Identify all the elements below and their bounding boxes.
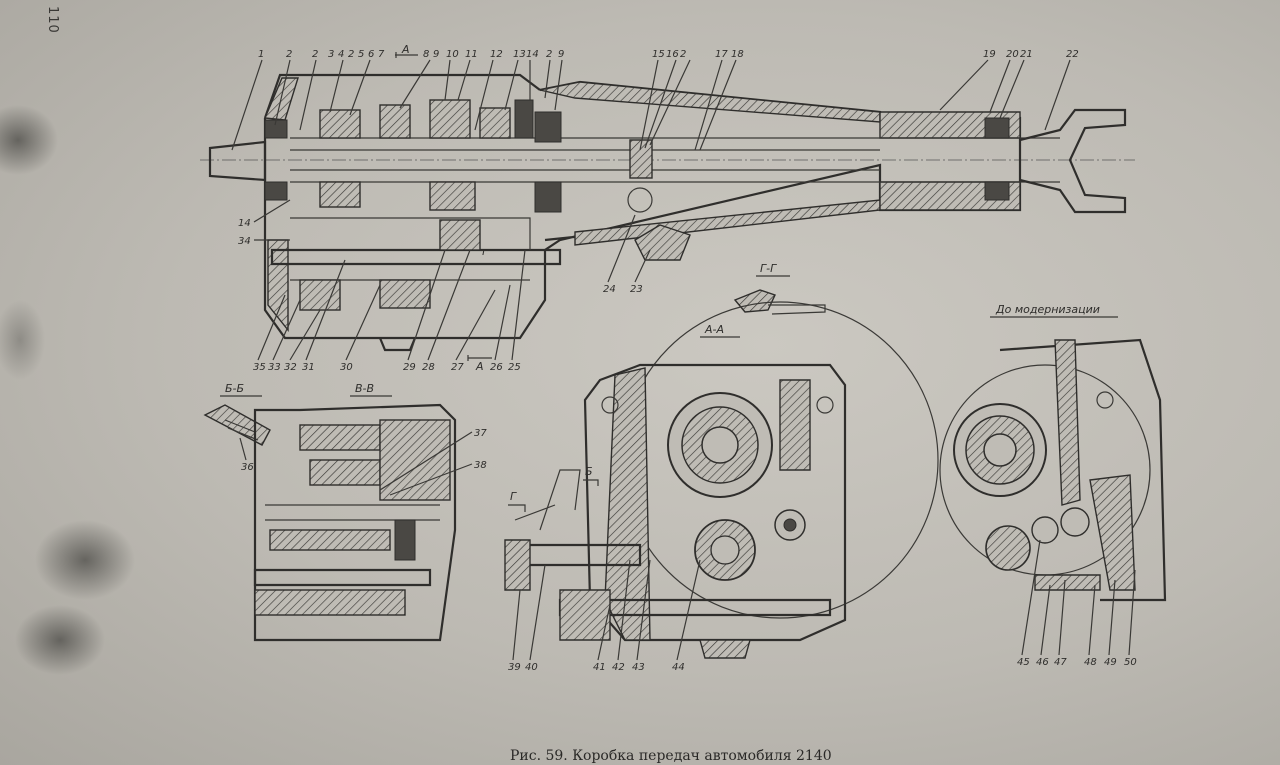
callout: 11 (465, 49, 478, 60)
callout: 49 (1104, 657, 1117, 668)
section-marker: А (475, 360, 484, 373)
callout: 2 (348, 49, 354, 60)
callout: 31 (302, 362, 315, 373)
callout: 19 (983, 49, 996, 60)
section-before-modernization: До модернизации 45 46 47 48 49 50 (939, 303, 1167, 668)
section-a-a: А-А Г Б 39 40 41 (504, 301, 939, 673)
callout: 5 (358, 49, 364, 60)
callout: 14 (238, 218, 251, 229)
callout: 46 (1036, 657, 1049, 668)
callout: 47 (1054, 657, 1067, 668)
callout: 26 (490, 362, 503, 373)
callout: 6 (368, 49, 374, 60)
section-marker: А (401, 43, 410, 56)
callout: 42 (612, 662, 625, 673)
callout: 7 (378, 49, 385, 60)
callout: 2 (546, 49, 552, 60)
callout: 38 (474, 460, 487, 471)
section-marker: Г (510, 490, 517, 503)
stain (0, 105, 58, 175)
section-title: А-А (704, 323, 724, 336)
callout: 18 (731, 49, 744, 60)
callout: 44 (672, 662, 685, 673)
callout: 45 (1017, 657, 1030, 668)
figure-caption: Рис. 59. Коробка передач автомобиля 2140 (510, 748, 832, 764)
section-marker: г (482, 245, 488, 258)
stain (15, 605, 105, 675)
section-title: Б-Б (225, 382, 244, 395)
callouts-bottom-main: 35 33 32 31 30 29 28 27 26 25 24 23 А г (253, 214, 651, 373)
callout: 48 (1084, 657, 1097, 668)
callout: 40 (525, 662, 538, 673)
callout: 25 (508, 362, 521, 373)
callout: 2 (312, 49, 318, 60)
section-b-b: Б-Б 36 (203, 382, 271, 473)
callout: 4 (338, 49, 344, 60)
callout: 32 (284, 362, 297, 373)
callout: 17 (715, 49, 728, 60)
callouts-left: 14 34 (238, 199, 291, 247)
callout: 10 (446, 49, 459, 60)
callout: 28 (422, 362, 435, 373)
section-title: До модернизации (995, 303, 1100, 316)
callout: 12 (490, 49, 503, 60)
callout: 9 (433, 49, 439, 60)
section-g-g: Г-Г (733, 262, 826, 315)
callout: 41 (593, 662, 606, 673)
callout: 30 (340, 362, 353, 373)
stain (0, 300, 45, 380)
callout: 39 (508, 662, 521, 673)
callout: 29 (403, 362, 416, 373)
section-v-v: В-В 37 38 (253, 382, 487, 642)
callout: 23 (630, 284, 643, 295)
callout: 22 (1066, 49, 1079, 60)
callout: 34 (238, 236, 251, 247)
callout: 36 (241, 462, 254, 473)
callout: 3 (328, 49, 334, 60)
callout: 20 (1006, 49, 1019, 60)
section-marker: Б (585, 465, 593, 478)
callout: 13 (513, 49, 526, 60)
callout: 15 (652, 49, 665, 60)
callout: 24 (603, 284, 616, 295)
callout: 9 (558, 49, 564, 60)
callout: 8 (423, 49, 429, 60)
callout: 37 (474, 428, 487, 439)
callout: 33 (268, 362, 281, 373)
section-title: В-В (355, 382, 374, 395)
callout: 16 (666, 49, 679, 60)
callout: 21 (1020, 49, 1033, 60)
callout: 14 (526, 49, 539, 60)
section-title: Г-Г (760, 262, 777, 275)
main-longitudinal-section (200, 73, 1135, 352)
stain (35, 520, 135, 600)
callout: 43 (632, 662, 645, 673)
callout: 2 (680, 49, 686, 60)
callout: 2 (286, 49, 292, 60)
callout: 1 (258, 49, 264, 60)
callout: 50 (1124, 657, 1137, 668)
callout: 27 (451, 362, 464, 373)
callout: 35 (253, 362, 266, 373)
callouts-top: 1 2 2 3 4 2 5 6 7 8 9 10 11 12 13 14 2 9… (231, 43, 1079, 151)
